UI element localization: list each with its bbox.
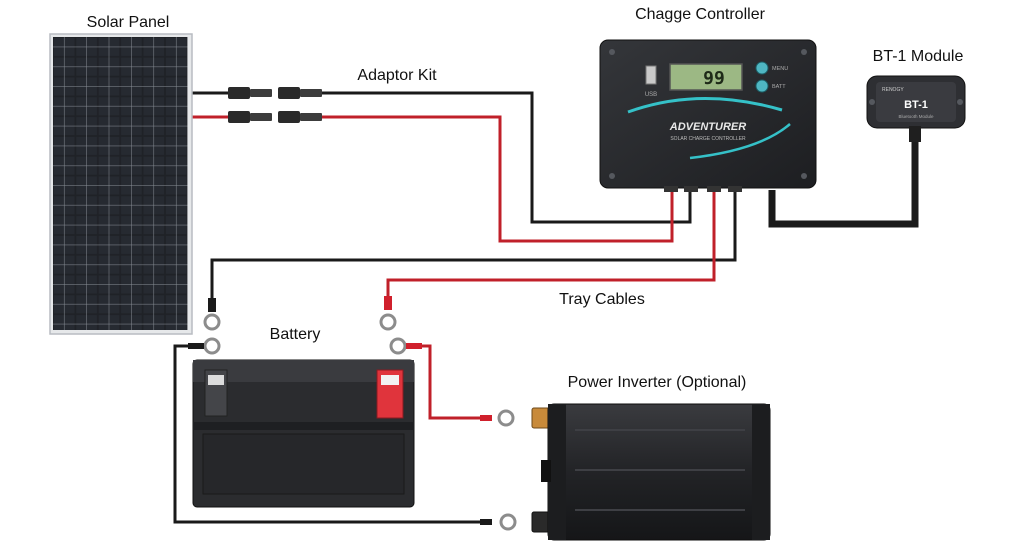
controller-tagline: SOLAR CHARGE CONTROLLER [670, 136, 746, 142]
battery [192, 359, 415, 508]
label-adaptor-kit: Adaptor Kit [357, 67, 437, 84]
controller-button-batt [755, 79, 769, 93]
inverter-negative-ring [499, 513, 517, 531]
controller-swoosh-lower [689, 123, 791, 160]
solar-panel [49, 33, 193, 335]
controller-brand: ADVENTURER [669, 121, 746, 133]
battery-negative-lug [203, 337, 221, 355]
mc4-connector-negative [228, 87, 322, 99]
positive-ring-crimp [384, 296, 392, 310]
battery-top-terminals [188, 296, 422, 355]
label-battery: Battery [270, 326, 321, 343]
lcd-screen [669, 63, 743, 91]
tray-positive-wire [386, 190, 716, 300]
bt1-name: BT-1 [904, 99, 928, 111]
negative-ring-terminal [203, 313, 221, 331]
wires [173, 91, 919, 524]
adaptor-negative-wire [322, 91, 692, 224]
inverter-positive-wire [420, 344, 486, 420]
inverter-positive-post [531, 407, 551, 429]
negative-ring-crimp [208, 298, 216, 312]
bt1-caption: Bluetooth Module [898, 114, 934, 119]
adaptor-kit [228, 87, 322, 123]
label-bt-module: BT-1 Module [873, 48, 964, 65]
label-solar-panel: Solar Panel [87, 14, 170, 31]
controller-button-label-menu: MENU [772, 66, 788, 72]
inverter-ring-terminals [480, 409, 517, 531]
label-tray-cables: Tray Cables [559, 291, 645, 308]
battery-positive-lug [389, 337, 407, 355]
controller-button-label-batt: BATT [772, 84, 786, 90]
inverter-positive-ring [497, 409, 515, 427]
adaptor-positive-wire [322, 115, 674, 243]
tray-negative-wire [210, 190, 737, 302]
label-charge-controller: Chagge Controller [635, 6, 766, 23]
bt-cable [768, 140, 919, 228]
lcd-reading: 99 [703, 68, 725, 89]
positive-ring-terminal [379, 313, 397, 331]
usb-port [645, 65, 657, 85]
controller-swoosh [627, 96, 783, 114]
inverter-negative-wire [173, 344, 487, 524]
labels: Solar Panel Adaptor Kit Chagge Controlle… [87, 6, 964, 391]
bt1-module: RENOGY BT-1 Bluetooth Module [866, 75, 966, 142]
bt1-brand: RENOGY [882, 87, 904, 93]
usb-label: USB [645, 92, 657, 98]
charge-controller: USB 99 MENU BATT ADVENTURER SOLAR CHARGE… [599, 39, 817, 192]
mc4-connector-positive [228, 111, 322, 123]
label-power-inverter: Power Inverter (Optional) [568, 374, 747, 391]
inverter-negative-post [531, 511, 551, 533]
controller-button-menu [755, 61, 769, 75]
power-inverter [531, 403, 771, 541]
